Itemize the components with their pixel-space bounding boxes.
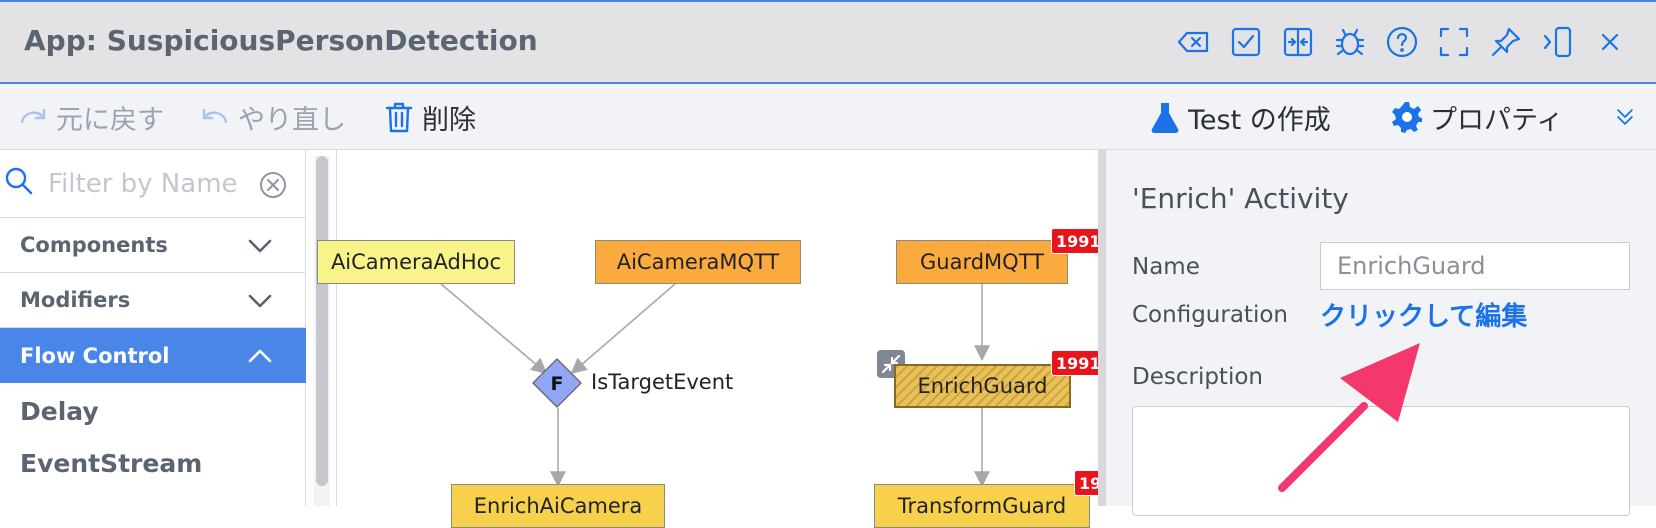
delete-button[interactable]: 削除: [382, 98, 476, 136]
palette-scrollbar[interactable]: [314, 156, 330, 506]
trash-icon: [385, 102, 413, 133]
undo-button[interactable]: 元に戻す: [16, 98, 164, 136]
properties-label: プロパティ: [1430, 104, 1564, 136]
edge: [570, 283, 676, 375]
backspace-icon[interactable]: [1168, 22, 1220, 62]
edit-configuration-link[interactable]: クリックして編集: [1320, 302, 1528, 332]
bug-icon[interactable]: [1324, 22, 1376, 62]
node-transform-guard[interactable]: TransformGuard: [874, 484, 1090, 528]
component-palette: Components Modifiers Flow Control Delay …: [0, 150, 306, 506]
category-modifiers[interactable]: Modifiers: [0, 273, 306, 328]
event-count-badge: 1991: [1051, 350, 1106, 376]
filter-glyph: F: [551, 373, 564, 395]
name-field[interactable]: [1320, 242, 1630, 290]
name-label: Name: [1132, 254, 1200, 280]
category-label: Components: [20, 233, 168, 257]
redo-icon: [202, 108, 228, 124]
chevron-down-icon: [246, 232, 274, 260]
collapse-toolbar-button[interactable]: [1612, 98, 1638, 136]
node-aicamera-mqtt[interactable]: AiCameraMQTT: [595, 240, 801, 284]
search-input[interactable]: [48, 166, 238, 202]
edge: [440, 283, 548, 375]
node-enrich-guard[interactable]: EnrichGuard: [894, 364, 1071, 408]
app-title: App: SuspiciousPersonDetection: [24, 24, 538, 57]
chevron-down-icon: [246, 287, 274, 315]
node-guard-mqtt[interactable]: GuardMQTT: [896, 240, 1068, 284]
flask-icon: [1151, 103, 1179, 133]
double-chevron-down-icon: [1617, 109, 1633, 125]
pin-icon[interactable]: [1480, 22, 1532, 62]
dock-icon[interactable]: [1532, 22, 1584, 62]
configuration-label: Configuration: [1132, 302, 1288, 328]
filter-icon: F: [532, 358, 582, 408]
filter-label: IsTargetEvent: [591, 370, 734, 394]
palette-item-delay[interactable]: Delay: [20, 397, 99, 426]
close-icon[interactable]: [1584, 22, 1636, 62]
description-field[interactable]: [1132, 406, 1630, 516]
title-bar: App: SuspiciousPersonDetection: [0, 0, 1656, 84]
palette-search: [0, 150, 306, 218]
create-test-button[interactable]: Test の作成: [1148, 98, 1331, 136]
gear-icon: [1392, 102, 1422, 133]
undo-icon: [20, 108, 46, 124]
split-icon[interactable]: [1272, 22, 1324, 62]
redo-button[interactable]: やり直し: [198, 98, 346, 136]
title-actions: [1168, 22, 1636, 62]
redo-label: やり直し: [238, 104, 346, 136]
toolbar: 元に戻す やり直し 削除 Test の作成 プロパティ: [0, 84, 1656, 150]
category-label: Flow Control: [20, 343, 170, 368]
delete-label: 削除: [422, 104, 476, 136]
help-icon[interactable]: [1376, 22, 1428, 62]
category-components[interactable]: Components: [0, 218, 306, 273]
properties-panel: 'Enrich' Activity Name Configuration クリッ…: [1106, 150, 1656, 516]
search-icon: [4, 166, 34, 196]
filter-node-istargetevent[interactable]: F: [532, 358, 582, 408]
chevron-up-icon: [246, 342, 274, 370]
category-flow-control[interactable]: Flow Control: [0, 328, 306, 383]
fullscreen-icon[interactable]: [1428, 22, 1480, 62]
properties-button[interactable]: プロパティ: [1390, 98, 1563, 136]
scrollbar-thumb[interactable]: [316, 156, 328, 486]
properties-title: 'Enrich' Activity: [1132, 182, 1349, 215]
flow-edges: [440, 283, 990, 488]
flow-canvas[interactable]: AiCameraAdHoc AiCameraMQTT GuardMQTT 199…: [317, 150, 1107, 528]
description-label: Description: [1132, 364, 1263, 390]
undo-label: 元に戻す: [56, 104, 164, 136]
node-aicamera-adhoc[interactable]: AiCameraAdHoc: [317, 240, 515, 284]
category-label: Modifiers: [20, 288, 131, 312]
palette-item-eventstream[interactable]: EventStream: [20, 449, 203, 478]
checkbox-icon[interactable]: [1220, 22, 1272, 62]
create-test-label: Test の作成: [1188, 104, 1331, 136]
event-count-badge: 1991: [1051, 228, 1106, 254]
panel-splitter[interactable]: [1098, 150, 1106, 506]
node-enrich-aicamera[interactable]: EnrichAiCamera: [451, 484, 665, 528]
clear-search-icon[interactable]: [258, 170, 288, 200]
